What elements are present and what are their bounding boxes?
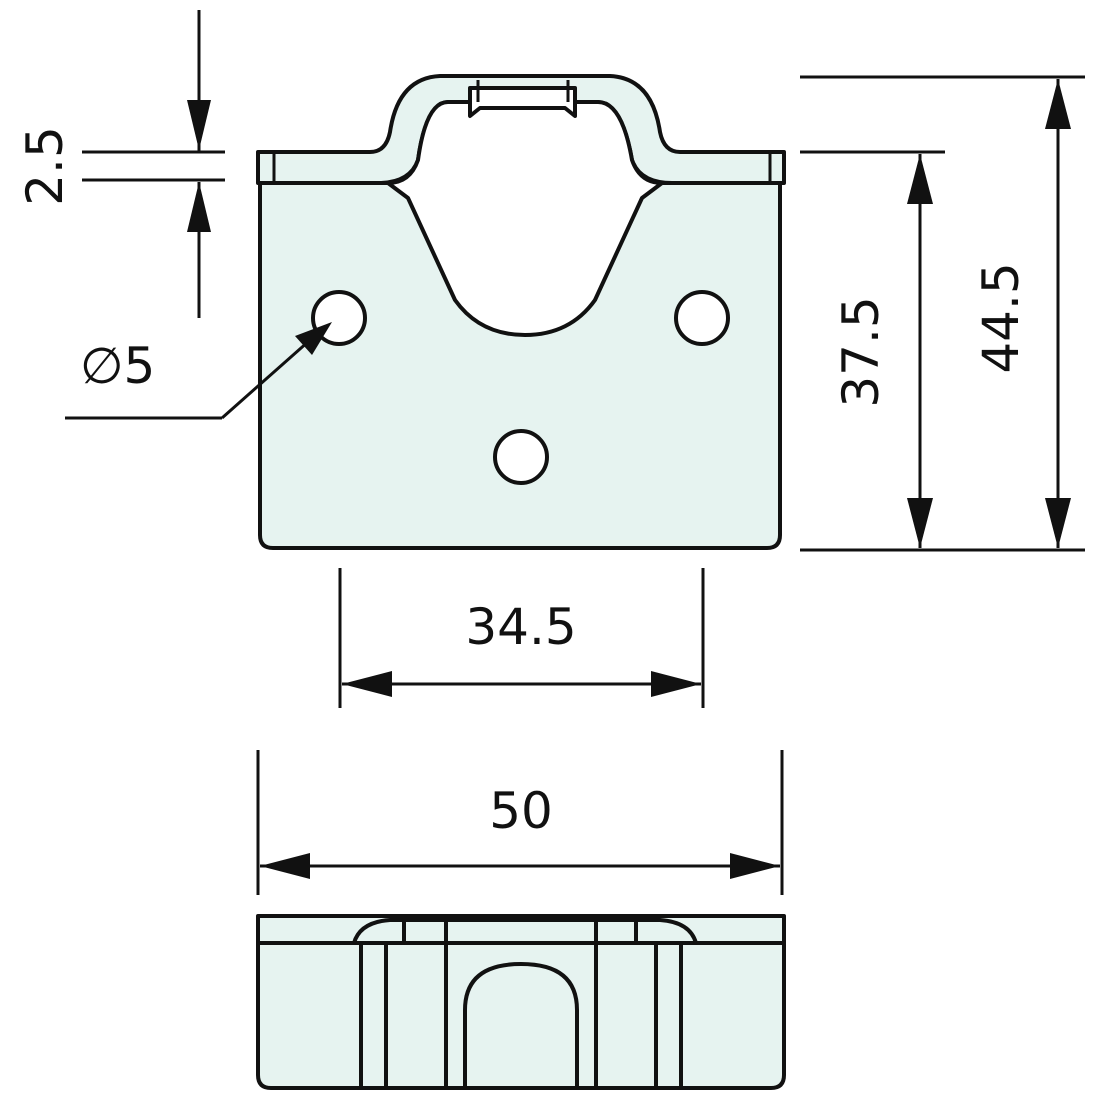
dim-plate-height: 37.5 bbox=[832, 296, 890, 407]
v-cutout bbox=[386, 100, 664, 337]
dim-hole-diameter: ∅5 bbox=[80, 337, 155, 395]
bottom-body bbox=[256, 914, 786, 1090]
bottom-view bbox=[256, 914, 786, 1090]
hole-right bbox=[674, 290, 730, 346]
hole-bottom bbox=[493, 429, 549, 485]
dim-overall-height: 44.5 bbox=[972, 262, 1030, 373]
dim-overall-width: 50 bbox=[489, 782, 553, 840]
front-view bbox=[256, 74, 786, 550]
dim-hole-spacing: 34.5 bbox=[465, 598, 576, 656]
dimension-lines bbox=[65, 10, 1085, 895]
plate-body bbox=[258, 181, 782, 550]
dim-thickness: 2.5 bbox=[16, 126, 74, 206]
